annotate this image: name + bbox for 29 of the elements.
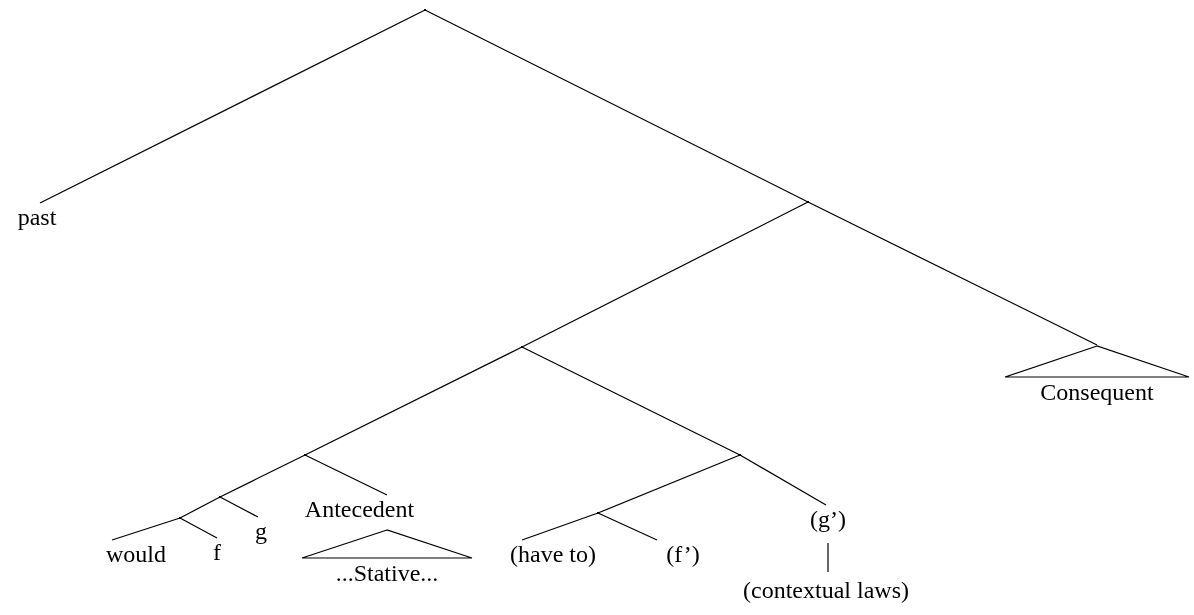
- tree-leaf-label: (f’): [666, 540, 700, 568]
- tree-leaf-label: (contextual laws): [743, 572, 909, 604]
- tree-branch: [521, 201, 809, 348]
- tree-leaf-label: past: [17, 203, 57, 231]
- tree-leaf-label: (g’): [810, 505, 846, 543]
- tree-branch: [597, 454, 741, 514]
- node-sublabel: ...Stative...: [334, 559, 440, 587]
- tree-branch: [597, 512, 658, 541]
- tree-branch: [424, 9, 809, 203]
- tree-branch: [827, 542, 829, 573]
- subtree-node: [1004, 345, 1190, 406]
- tree-branch: [39, 9, 426, 204]
- tree-leaf-label: f: [213, 538, 221, 566]
- tree-leaf-label: would: [106, 540, 166, 568]
- tree-leaf-label: g: [255, 517, 267, 545]
- tree-branch: [521, 512, 599, 541]
- node-label: Antecedent: [303, 495, 416, 523]
- node-label: Consequent: [1039, 378, 1155, 406]
- tree-branch: [111, 517, 181, 541]
- tree-branch: [219, 454, 306, 498]
- tree-branch: [304, 346, 523, 456]
- tree-branch: [219, 496, 259, 518]
- tree-branch: [521, 346, 741, 456]
- tree-branch: [179, 496, 221, 519]
- tree-branch: [304, 454, 388, 496]
- tree-leaf-label: (have to): [510, 540, 596, 568]
- tree-branch: [807, 201, 1098, 346]
- tree-branch: [179, 517, 218, 539]
- tree-branch: [739, 454, 827, 506]
